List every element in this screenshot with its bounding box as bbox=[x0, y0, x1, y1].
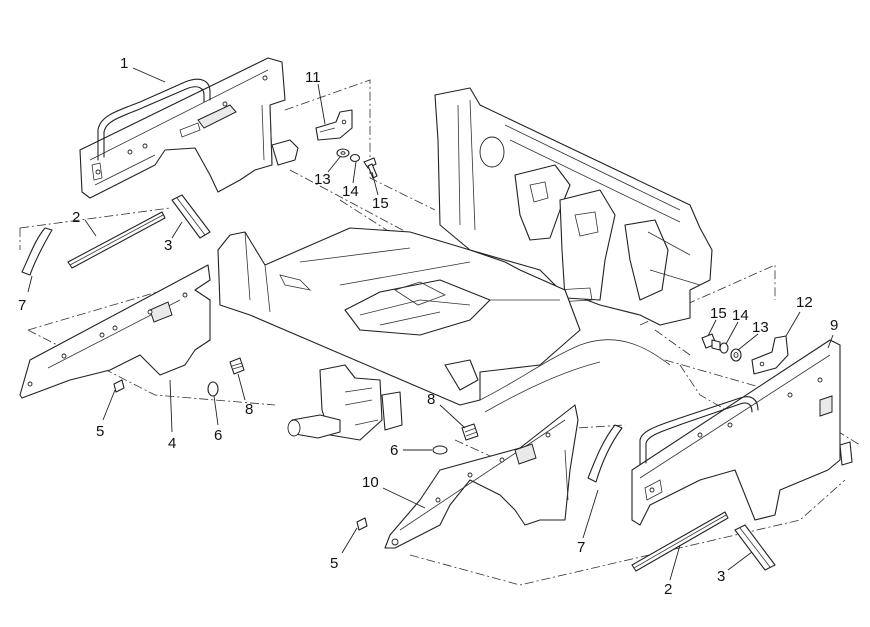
callout-8-center: 8 bbox=[427, 391, 435, 408]
callout-13-upper: 13 bbox=[314, 171, 331, 188]
callout-3-left: 3 bbox=[164, 237, 172, 254]
part-12-right-hinge-bracket bbox=[751, 335, 789, 375]
callout-labels: 1 2 3 7 11 13 14 15 5 4 6 8 8 6 10 5 7 2… bbox=[18, 55, 838, 598]
part-9-right-side-panel-with-handle bbox=[631, 339, 853, 526]
callout-3-right: 3 bbox=[717, 568, 725, 585]
callout-5-left: 5 bbox=[96, 423, 104, 440]
part-10-right-lower-plate bbox=[384, 404, 579, 549]
main-frame-chassis bbox=[217, 87, 713, 441]
part-7-right-curved-grip bbox=[587, 424, 623, 483]
right-fasteners-13-14-15 bbox=[701, 333, 742, 362]
part-2-right-strip bbox=[631, 511, 729, 572]
callout-9: 9 bbox=[830, 317, 838, 334]
part-7-left-curved-grip bbox=[21, 227, 53, 276]
callout-7-right: 7 bbox=[577, 539, 585, 556]
part-11-hinge-bracket bbox=[315, 109, 353, 141]
callout-8-left: 8 bbox=[245, 401, 253, 418]
part-4-left-lower-plate bbox=[19, 264, 211, 399]
part-3-right-bracket bbox=[734, 524, 776, 571]
callout-10: 10 bbox=[362, 474, 379, 491]
callout-5-center: 5 bbox=[330, 555, 338, 572]
callout-11: 11 bbox=[305, 69, 321, 86]
callout-12: 12 bbox=[796, 294, 813, 311]
callout-2-right: 2 bbox=[664, 581, 672, 598]
callout-7-left: 7 bbox=[18, 297, 26, 314]
callout-14-right: 14 bbox=[732, 307, 749, 324]
part-3-left-bracket bbox=[171, 194, 211, 239]
callout-1: 1 bbox=[120, 55, 128, 72]
center-small-parts-5-6-8 bbox=[356, 423, 479, 531]
callout-2-left: 2 bbox=[72, 209, 80, 226]
callout-6-center: 6 bbox=[390, 442, 398, 459]
callout-4: 4 bbox=[168, 435, 176, 452]
callout-13-right: 13 bbox=[752, 319, 769, 336]
part-1-left-side-panel-with-handle bbox=[79, 57, 299, 199]
callout-15-right: 15 bbox=[710, 305, 727, 322]
part-2-left-strip bbox=[67, 211, 166, 269]
callout-6-left: 6 bbox=[214, 427, 222, 444]
upper-fasteners-13-14-15 bbox=[336, 148, 378, 179]
left-small-parts-5-6-8 bbox=[113, 357, 245, 397]
callout-15-upper: 15 bbox=[372, 195, 389, 212]
leader-lines bbox=[27, 67, 834, 581]
callout-14-upper: 14 bbox=[342, 183, 359, 200]
